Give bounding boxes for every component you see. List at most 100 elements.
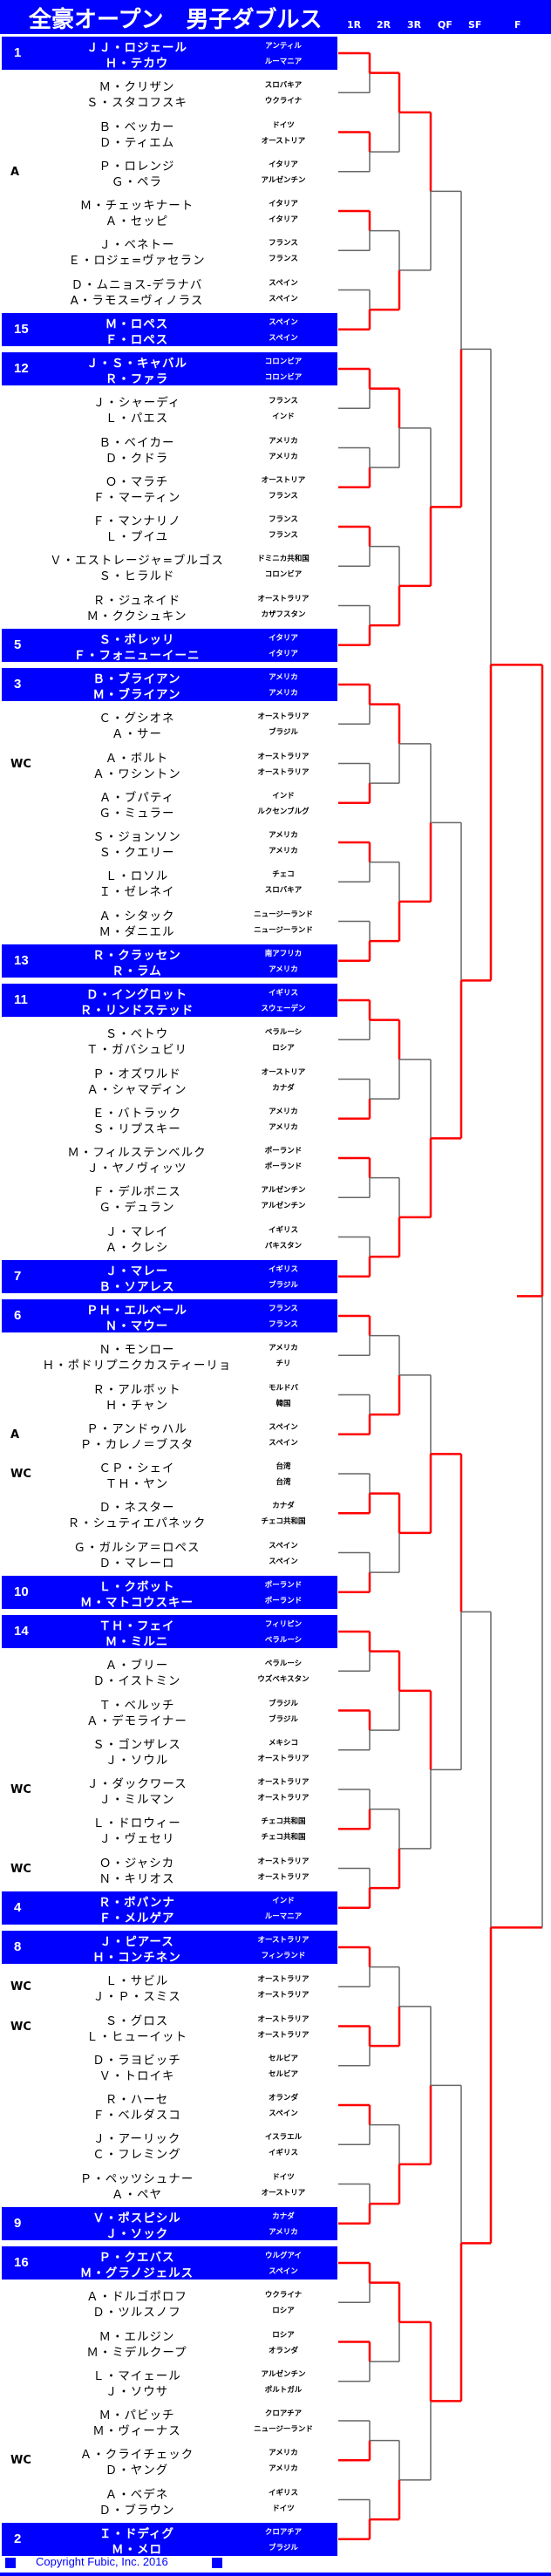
player-country: フランス (269, 491, 298, 501)
player-name: Ｊ・ソック (105, 2226, 169, 2241)
player-name: Ｓ・ヒラルド (99, 569, 175, 584)
player-country: オーストラリア (257, 1991, 310, 2000)
entry-tag: WC (10, 1862, 31, 1876)
seed-number: 9 (14, 2215, 22, 2231)
player-name: Ｊ・ピアース (99, 1935, 174, 1949)
player-country: イタリア (269, 215, 298, 224)
player-country: スペイン (269, 1422, 298, 1432)
player-name: Ｓ・クエリー (99, 846, 175, 860)
player-country: イギリス (268, 1225, 298, 1235)
player-name: Ｔ・ガバシュビリ (86, 1043, 187, 1058)
player-name: Ｐ・アンドゥハル (86, 1421, 187, 1436)
player-name: Ｆ・フォニューイーニ (73, 648, 201, 663)
player-country: ベラルーシ (264, 1028, 303, 1038)
player-country: カナダ (272, 1083, 295, 1093)
player-country: インド (272, 1896, 295, 1905)
player-country: ニュージーランド (254, 2425, 313, 2434)
player-country: スペイン (269, 317, 298, 327)
seed-number: 3 (14, 677, 22, 692)
player-country: アメリカ (269, 1344, 298, 1353)
player-country: アルゼンチン (261, 1186, 306, 1196)
seed-number: 14 (14, 1624, 29, 1639)
seed-number: 1 (14, 45, 22, 60)
player-country: コロンビア (264, 358, 303, 366)
player-name: Ａ・ブパティ (99, 790, 175, 805)
player-country: アメリカ (269, 847, 298, 855)
player-name: Ｆ・デルボニス (92, 1185, 181, 1200)
player-country: アメリカ (269, 964, 298, 974)
player-name: Ｆ・ベルダスコ (92, 2109, 181, 2123)
footer-square-icon (5, 2558, 16, 2568)
player-name: Ｈ・ポドリプニクカスティーリョ (42, 1359, 232, 1373)
player-name: Ｂ・ブライアン (92, 672, 181, 686)
player-country: オーストラリア (257, 1975, 310, 1985)
player-country: アメリカ (269, 689, 298, 698)
player-name: Ｍ・ミデルクープ (86, 2345, 187, 2360)
player-country: アルゼンチン (261, 1202, 306, 1211)
player-country: ウクライナ (264, 2291, 303, 2300)
player-name: Ｇ・ガルシア＝ロペス (73, 1540, 201, 1555)
entry-tag: WC (10, 757, 31, 771)
player-name: Ｌ・ドロウィー (92, 1816, 181, 1831)
player-name: Ｇ・ミュラー (99, 806, 175, 821)
player-name: Ｖ・トロイキ (99, 2068, 175, 2083)
player-name: Ｄ・マレーロ (99, 1556, 175, 1571)
player-country: オーストラリア (257, 1778, 310, 1787)
player-country: コロンビア (264, 373, 303, 382)
player-name: Ｍ・チェッキナート (79, 199, 194, 213)
player-name: Ｌ・ロソル (105, 869, 169, 884)
player-name: Ｌ・プイユ (105, 530, 169, 544)
player-name: Ｊ・Ｓ・キャバル (86, 357, 187, 371)
round-label-1r: 1R (347, 19, 362, 31)
round-label-f: F (514, 19, 521, 31)
player-country: イギリス (268, 2149, 298, 2158)
player-name: Ｓ・グロス (105, 2014, 169, 2028)
player-name: Ｒ・クラッセン (92, 948, 181, 963)
seed-number: 6 (14, 1308, 22, 1323)
copyright-text: Copyright Fubic, Inc. 2016 (36, 2555, 168, 2568)
player-country: スロバキア (264, 886, 303, 896)
player-country: オーストラリア (257, 1794, 310, 1803)
player-name: Ａ・ベデネ (105, 2487, 169, 2502)
player-country: フランス (269, 1320, 298, 1329)
player-name: Ｊ・ソウル (105, 1753, 169, 1768)
player-name: Ａ・クライチェック (79, 2448, 194, 2463)
player-country: ブラジル (269, 1714, 298, 1724)
player-country: アメリカ (269, 2227, 298, 2237)
seed-number: 16 (14, 2255, 29, 2270)
player-name: Ｄ・ティエム (99, 135, 175, 150)
seed-number: 8 (14, 1939, 22, 1954)
player-country: スペイン (269, 333, 298, 343)
player-country: イタリア (269, 649, 298, 658)
seed-number: 13 (14, 952, 29, 968)
player-name: Ｌ・パエス (105, 412, 169, 426)
player-name: Ｆ・メルゲア (99, 1911, 175, 1925)
player-country: ベラルーシ (264, 1636, 303, 1645)
player-country: オランダ (268, 2346, 298, 2355)
player-country: ルーマニア (264, 1912, 303, 1921)
player-country: イタリア (269, 160, 298, 169)
player-country: スペイン (269, 2109, 298, 2118)
round-label-qf: QF (438, 19, 452, 31)
player-name: Ｍ・パビッチ (99, 2409, 175, 2423)
player-country: フィリピン (264, 1620, 303, 1629)
player-name: Ｉ・ゼレネイ (99, 885, 175, 900)
player-name: Ｍ・ククシュキン (86, 609, 187, 624)
player-country: ロシア (272, 2330, 295, 2340)
player-country: ルクセンブルグ (257, 807, 310, 816)
